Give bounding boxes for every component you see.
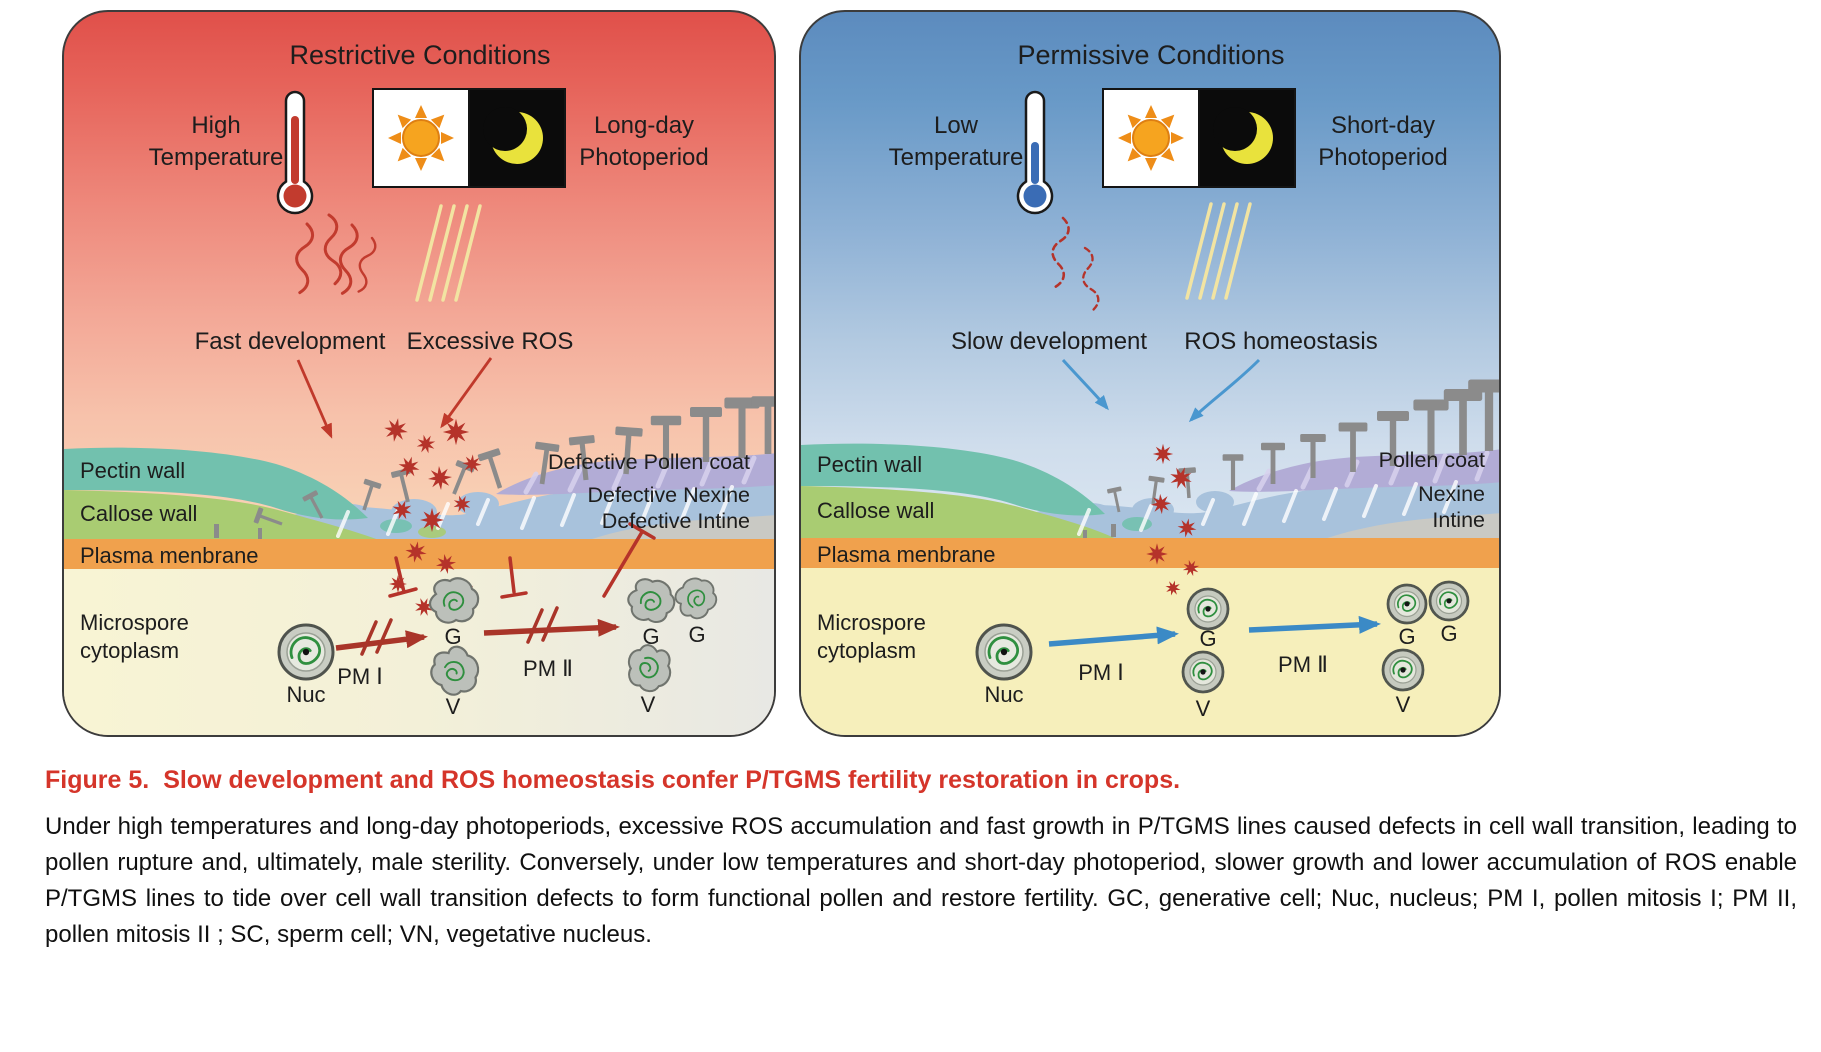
- nexine-label: Nexine: [1418, 482, 1485, 506]
- v-cell-label: V: [1395, 692, 1411, 717]
- microspore-label-line1: Microspore: [817, 610, 926, 635]
- nuc-cell-icon: [975, 623, 1033, 681]
- annotation-arrows: [296, 357, 493, 439]
- intine-label: Intine: [1432, 508, 1485, 532]
- g-cell-label: G: [688, 622, 706, 647]
- g-cell-label: G: [444, 624, 462, 649]
- heat-waves-icon: [1047, 215, 1101, 312]
- thermometer-icon: [1016, 90, 1054, 215]
- v-cell-label: V: [1195, 696, 1211, 721]
- g-cell-label: G: [1398, 624, 1416, 649]
- intine-label: Defective Intine: [601, 509, 750, 533]
- temperature-label-line2: Temperature: [888, 144, 1024, 171]
- g-cell-label: G: [1440, 621, 1458, 646]
- figure-caption: Figure 5. Slow development and ROS homeos…: [45, 766, 1797, 953]
- v-cell-label: V: [445, 694, 461, 719]
- day-night-icon: [1102, 88, 1296, 188]
- pollen-coat-label: Pollen coat: [1378, 448, 1485, 472]
- inhibition-bar-icons: [388, 522, 656, 599]
- annotation-arrows: [1061, 358, 1261, 423]
- panel-title: Restrictive Conditions: [289, 40, 551, 70]
- caption-title-text: Slow development and ROS homeostasis con…: [163, 766, 1181, 794]
- ros-label: Excessive ROS: [406, 328, 574, 355]
- restrictive-panel: Restrictive Conditions High Temperature …: [62, 10, 776, 737]
- ros-label: ROS homeostasis: [1184, 328, 1378, 355]
- light-rays-icon: [1185, 202, 1252, 300]
- microspore-label-line2: cytoplasm: [80, 638, 180, 663]
- generative-cell-icon: [428, 577, 480, 624]
- microspore-label-line2: cytoplasm: [817, 638, 917, 663]
- mitosis-arrow-icons: [1048, 615, 1381, 647]
- g-cell-label: G: [1199, 626, 1217, 651]
- figure-number: Figure 5.: [45, 766, 150, 794]
- plasma-membrane-label: Plasma menbrane: [80, 543, 259, 568]
- light-rays-icon: [415, 204, 482, 302]
- mitosis-arrow-icons: [335, 606, 620, 656]
- moon-icon: [1213, 107, 1273, 164]
- vegetative-cell-icon: [1381, 648, 1425, 692]
- photoperiod-label-line1: Short-day: [1330, 112, 1436, 139]
- caption-title: Figure 5. Slow development and ROS homeos…: [45, 766, 1797, 795]
- cell-wall-layers: [801, 443, 1499, 540]
- g-cell-label: G: [642, 624, 660, 649]
- sun-icon: [1118, 105, 1184, 171]
- pollen-coat-pillar-icons: [1083, 379, 1499, 540]
- caption-body: Under high temperatures and long-day pho…: [45, 813, 1797, 948]
- pectin-wall-label: Pectin wall: [80, 458, 186, 483]
- pm1-label: PM Ⅰ: [1078, 660, 1124, 685]
- nexine-label: Defective Nexine: [587, 483, 750, 507]
- photoperiod-label-line1: Long-day: [593, 112, 695, 139]
- temperature-label-line2: Temperature: [148, 144, 284, 171]
- temperature-label-line1: High: [191, 112, 241, 139]
- pm1-label: PM Ⅰ: [337, 664, 383, 689]
- pm2-label: PM Ⅱ: [1278, 652, 1328, 677]
- nuc-label: Nuc: [286, 682, 326, 707]
- development-label: Fast development: [194, 328, 386, 355]
- sun-icon: [388, 105, 454, 171]
- moon-icon: [483, 107, 543, 164]
- permissive-graphic: [801, 88, 1499, 735]
- cell-wall-layers: [64, 447, 774, 541]
- nuc-label: Nuc: [984, 682, 1024, 707]
- photoperiod-label-line2: Photoperiod: [1318, 144, 1448, 171]
- panel-title: Permissive Conditions: [1017, 40, 1285, 70]
- plasma-membrane-label: Plasma menbrane: [817, 542, 996, 567]
- v-cell-label: V: [640, 692, 656, 717]
- heat-waves-icon: [291, 212, 379, 296]
- restrictive-graphic: [64, 88, 774, 735]
- development-label: Slow development: [950, 328, 1148, 355]
- pollen-coat-pillar-icons: [214, 396, 774, 539]
- callose-wall-label: Callose wall: [817, 498, 935, 523]
- callose-wall-label: Callose wall: [80, 501, 198, 526]
- day-night-icon: [372, 88, 566, 188]
- pm2-label: PM Ⅱ: [523, 656, 573, 681]
- photoperiod-label-line2: Photoperiod: [579, 144, 709, 171]
- pollen-coat-label: Defective Pollen coat: [548, 450, 750, 474]
- generative-cell-icon: [1186, 587, 1230, 631]
- microspore-label-line1: Microspore: [80, 610, 189, 635]
- cytoplasm-region: [801, 568, 1499, 735]
- generative-cell-icon: [1386, 583, 1428, 625]
- pectin-wall-label: Pectin wall: [817, 452, 923, 477]
- thermometer-icon: [276, 90, 314, 215]
- vegetative-cell-icon: [1181, 650, 1225, 694]
- permissive-panel: Permissive Conditions Low Temperature Sh…: [799, 10, 1501, 737]
- nuc-cell-icon: [277, 623, 335, 681]
- generative-cell-icon: [1428, 580, 1470, 622]
- temperature-label-line1: Low: [933, 112, 979, 139]
